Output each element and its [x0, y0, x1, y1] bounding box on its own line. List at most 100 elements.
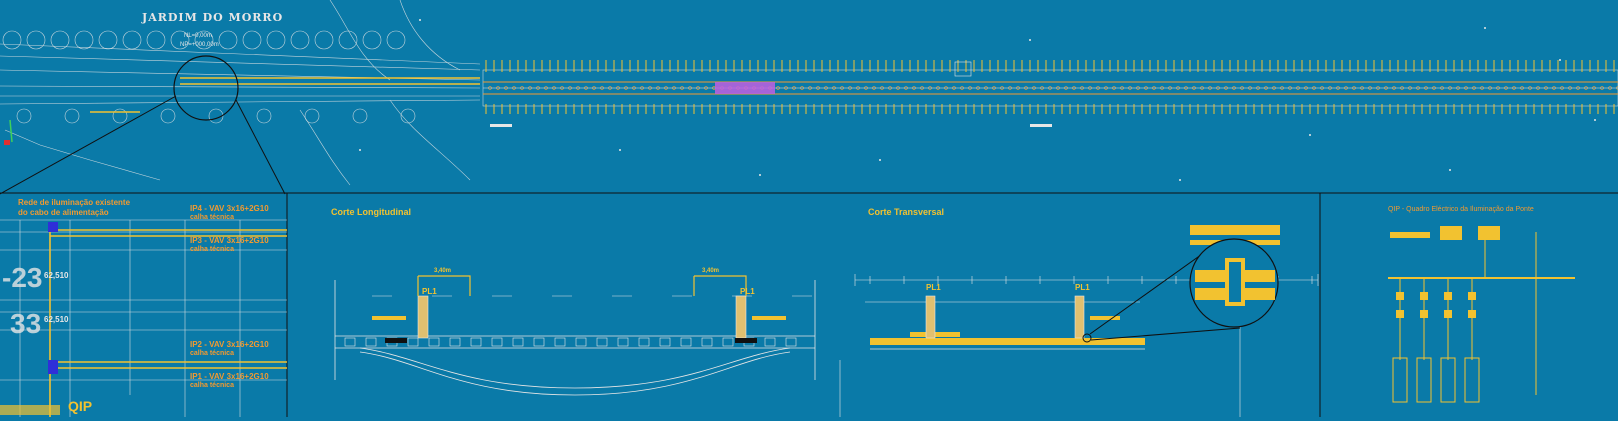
site-plan-title: JARDIM DO MORRO [142, 11, 284, 24]
tree-symbol [362, 30, 382, 50]
deck-detail [701, 337, 713, 347]
tree-symbol [386, 30, 406, 50]
tree-symbol [112, 108, 128, 124]
survey-point [1029, 39, 1031, 41]
tree-symbol [304, 108, 320, 124]
tree-symbol [400, 108, 416, 124]
tree-symbol [170, 30, 190, 50]
survey-point [1309, 134, 1311, 136]
tree-symbol [338, 30, 358, 50]
level-label-1: NL=0,00m [184, 33, 212, 39]
deck-detail [680, 337, 692, 347]
deck-detail [512, 337, 524, 347]
tree-symbol [146, 30, 166, 50]
big-number-1: -23 [2, 262, 43, 293]
cable-label-ip3: IP3 - VAV 3x16+2G10 [190, 236, 269, 245]
cable-sub-ip3: calha técnica [190, 246, 234, 253]
circuit-breaker [1444, 310, 1452, 318]
tree-symbol [50, 30, 70, 50]
deck-detail [365, 337, 377, 347]
survey-point [1449, 169, 1451, 171]
detail-panel [0, 219, 287, 417]
cable-sub-ip2: calha técnica [190, 350, 234, 357]
survey-point [1179, 179, 1181, 181]
tree-symbol [74, 30, 94, 50]
longitudinal-section-drawing [334, 275, 816, 396]
circuit-breaker [1444, 292, 1452, 300]
cable-label-ip2: IP2 - VAV 3x16+2G10 [190, 340, 269, 349]
trans-pole-label-2: PL1 [1075, 283, 1090, 292]
tree-symbol [266, 30, 286, 50]
tree-symbol [256, 108, 272, 124]
qip-label: QIP [68, 398, 93, 414]
survey-point [879, 159, 881, 161]
cable-label-ip4: IP4 - VAV 3x16+2G10 [190, 204, 269, 213]
big-number-2: 33 [10, 308, 42, 339]
survey-point [619, 149, 621, 151]
long-dim-label-2: 3,40m [702, 268, 720, 274]
longitudinal-section-title: Corte Longitudinal [331, 207, 411, 217]
tree-symbol [242, 30, 262, 50]
deck-detail [617, 337, 629, 347]
level-label-2: NP=+000,00m [180, 42, 219, 48]
survey-point [419, 19, 421, 21]
detail-note-1: Rede de iluminação existente [18, 198, 131, 207]
tree-symbol [352, 108, 368, 124]
switchboard-title: QIP - Quadro Eléctrico da Iluminação da … [1388, 206, 1534, 213]
trans-pole-label-1: PL1 [926, 283, 941, 292]
deck-detail [722, 337, 734, 347]
deck-detail [554, 337, 566, 347]
site-plan [0, 0, 1618, 195]
deck-detail [785, 337, 797, 347]
deck-detail [449, 337, 461, 347]
circuit-breaker [1420, 292, 1428, 300]
deck-detail [575, 337, 587, 347]
survey-point [359, 149, 361, 151]
deck-detail [491, 337, 503, 347]
deck-detail [764, 337, 776, 347]
cable-label-ip1: IP1 - VAV 3x16+2G10 [190, 372, 269, 381]
deck-detail [659, 337, 671, 347]
deck-detail [344, 337, 356, 347]
tree-symbol [160, 108, 176, 124]
tree-symbol [208, 108, 224, 124]
deck-detail [533, 337, 545, 347]
long-pole-label-1: PL1 [422, 287, 437, 296]
tree-symbol [314, 30, 334, 50]
circuit-label-box [1440, 357, 1456, 403]
tree-symbol [98, 30, 118, 50]
tree-symbol [2, 30, 22, 50]
tree-symbol [26, 30, 46, 50]
circuit-label-box [1392, 357, 1408, 403]
cable-sub-ip4: calha técnica [190, 214, 234, 221]
tree-symbol [218, 30, 238, 50]
deck-detail [638, 337, 650, 347]
tree-symbol [16, 108, 32, 124]
dimension-label-2: 62,510 [44, 315, 69, 324]
circuit-breaker [1396, 292, 1404, 300]
tree-symbol [64, 108, 80, 124]
survey-point [759, 174, 761, 176]
transversal-section-title: Corte Transversal [868, 207, 945, 217]
transversal-section-drawing [839, 225, 1319, 417]
survey-point [1594, 119, 1596, 121]
tree-symbol [290, 30, 310, 50]
circuit-breaker [1420, 310, 1428, 318]
deck-detail [470, 337, 482, 347]
switchboard-diagram [1388, 226, 1575, 403]
cable-sub-ip1: calha técnica [190, 382, 234, 389]
circuit-breaker [1468, 292, 1476, 300]
survey-point [1559, 59, 1561, 61]
circuit-label-box [1464, 357, 1480, 403]
tree-symbol [194, 30, 214, 50]
deck-detail [596, 337, 608, 347]
circuit-label-box [1416, 357, 1432, 403]
survey-point [1484, 27, 1486, 29]
deck-detail [407, 337, 419, 347]
long-dim-label-1: 3,40m [434, 268, 452, 274]
circuit-breaker [1468, 310, 1476, 318]
long-pole-label-2: PL1 [740, 287, 755, 296]
detail-note-2: do cabo de alimentação [18, 208, 109, 217]
